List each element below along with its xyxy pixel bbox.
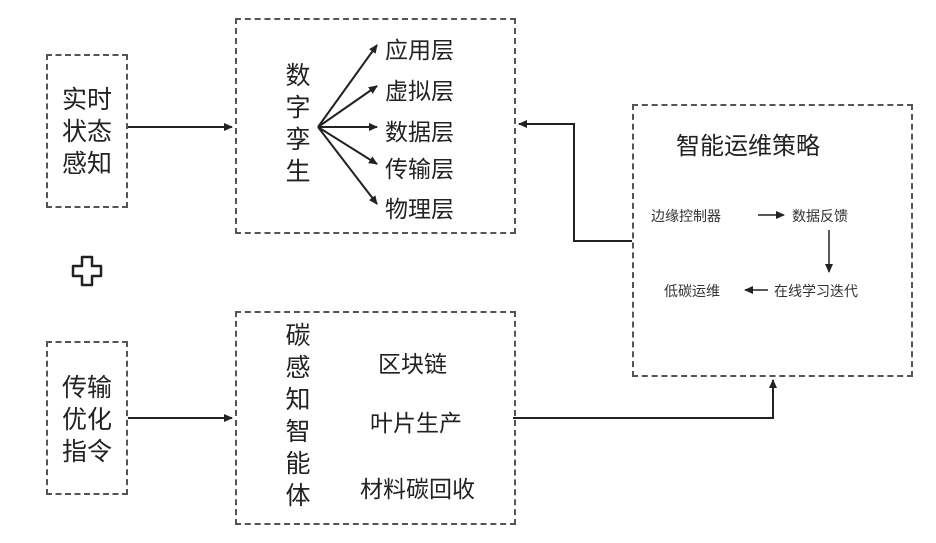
state-sensing-line-1: 实时 <box>46 84 128 116</box>
layer-transport: 传输层 <box>385 150 454 184</box>
arrow-strategy-to-twin <box>519 124 632 241</box>
digital-twin-box <box>235 18 516 234</box>
twin-title-char-2: 字 <box>282 92 314 124</box>
layer-application: 应用层 <box>385 31 454 65</box>
agent-item-material-carbon-recycling: 材料碳回收 <box>360 470 475 504</box>
command-line-2: 优化 <box>46 404 128 436</box>
agent-title-char-4: 智 <box>282 416 314 448</box>
agent-item-blockchain: 区块链 <box>378 345 447 379</box>
twin-title-char-4: 生 <box>282 156 314 188</box>
agent-title-char-1: 碳 <box>282 320 314 352</box>
agent-title-char-3: 知 <box>282 384 314 416</box>
twin-title-char-1: 数 <box>282 60 314 92</box>
state-sensing-line-3: 感知 <box>46 148 128 180</box>
layer-physical: 物理层 <box>385 190 454 224</box>
agent-title-char-2: 感 <box>282 352 314 384</box>
step-edge-controller: 边缘控制器 <box>651 206 721 226</box>
plus-icon <box>70 254 104 288</box>
command-line-3: 指令 <box>46 436 128 468</box>
step-data-feedback: 数据反馈 <box>792 206 848 226</box>
step-online-learning: 在线学习迭代 <box>774 281 858 301</box>
layer-data: 数据层 <box>385 113 454 147</box>
strategy-title: 智能运维策略 <box>676 126 820 161</box>
command-line-1: 传输 <box>46 372 128 404</box>
arrow-agent-to-strategy <box>513 380 773 418</box>
agent-item-blade-production: 叶片生产 <box>370 404 462 438</box>
step-low-carbon-ops: 低碳运维 <box>664 281 720 301</box>
layer-virtual: 虚拟层 <box>385 72 454 106</box>
agent-title-char-5: 能 <box>282 448 314 480</box>
state-sensing-line-2: 状态 <box>46 116 128 148</box>
agent-title-char-6: 体 <box>282 480 314 512</box>
twin-title-char-3: 孪 <box>282 124 314 156</box>
